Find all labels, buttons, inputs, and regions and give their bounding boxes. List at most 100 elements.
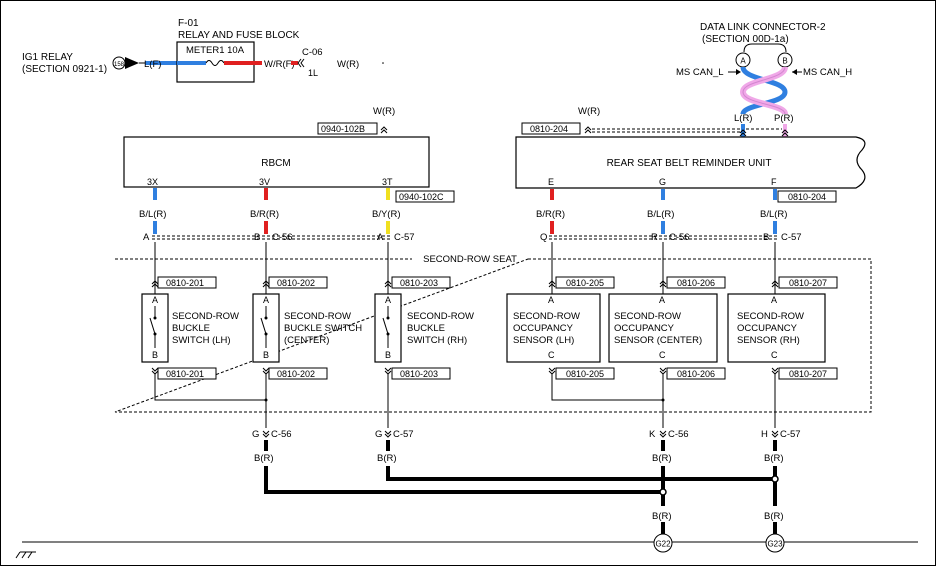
dlc-wire-left: L(R) <box>734 113 752 124</box>
fuse-out-wire: W/R(F) <box>264 59 295 70</box>
ground-wire-g22: B(R) <box>652 511 672 522</box>
dlc-can-h: MS CAN_H <box>803 67 852 78</box>
svg-text:A: A <box>771 295 777 305</box>
svg-text:G22: G22 <box>655 540 671 549</box>
rsbru-side-ref: 0810-204 <box>788 192 826 202</box>
svg-text:SECOND-ROW: SECOND-ROW <box>513 311 580 322</box>
connector-chevron-icon <box>297 58 305 68</box>
svg-text:(CENTER): (CENTER) <box>284 335 329 346</box>
rsbru-conn-r: R <box>651 232 658 243</box>
buckle-switch-rh: 0810-203 A B SECOND-ROW BUCKLE SWITCH (R… <box>374 276 474 380</box>
rsbru-wire-e: B/R(R) <box>536 209 565 220</box>
rbcm-name: RBCM <box>261 158 290 169</box>
svg-text:G: G <box>375 429 382 440</box>
svg-text:SENSOR (CENTER): SENSOR (CENTER) <box>614 335 702 346</box>
occupancy-sensor-rh: 0810-207 A C SECOND-ROW OCCUPANCY SENSOR… <box>727 276 838 380</box>
rsbru-conn-c57: C-57 <box>781 232 802 243</box>
fuse-label: METER1 10A <box>186 45 245 56</box>
dlc-section: (SECTION 00D-1a) <box>702 34 789 45</box>
rsbru-conn-b: B <box>763 232 769 243</box>
svg-text:C-57: C-57 <box>393 429 414 440</box>
svg-text:A: A <box>659 295 665 305</box>
svg-text:OCCUPANCY: OCCUPANCY <box>614 323 675 334</box>
svg-text:OCCUPANCY: OCCUPANCY <box>513 323 574 334</box>
rbcm-wire-3x: B/L(R) <box>139 209 166 220</box>
fuse-block-id: F-01 <box>178 18 199 29</box>
svg-text:C-56: C-56 <box>271 429 292 440</box>
buckle-switch-center: 0810-202 A B SECOND-ROW BUCKLE SWITCH (C… <box>252 276 362 380</box>
fuse-connector: C-06 <box>302 47 323 58</box>
svg-text:A: A <box>385 295 391 305</box>
rbcm-wire-3t: B/Y(R) <box>372 209 401 220</box>
svg-text:SWITCH (RH): SWITCH (RH) <box>407 335 467 346</box>
svg-text:A: A <box>263 295 269 305</box>
ground-g22 <box>653 533 673 553</box>
rbcm-pin-3t: 3T <box>382 177 393 187</box>
svg-text:0810-205: 0810-205 <box>566 369 604 379</box>
rsbru-conn-q: Q <box>540 232 547 243</box>
svg-text:B: B <box>385 350 391 360</box>
rbcm-top-wire: W(R) <box>373 106 395 117</box>
svg-text:BUCKLE: BUCKLE <box>172 323 210 334</box>
svg-text:0810-203: 0810-203 <box>400 278 438 288</box>
svg-text:SECOND-ROW: SECOND-ROW <box>614 311 681 322</box>
svg-text:SECOND-ROW: SECOND-ROW <box>407 311 474 322</box>
svg-text:B(R): B(R) <box>652 453 672 464</box>
buckle-switch-lh: 0810-201 A B SECOND-ROW BUCKLE SWITCH (L… <box>141 276 239 380</box>
svg-text:G23: G23 <box>767 540 783 549</box>
rsbru-wire-f: B/L(R) <box>760 209 787 220</box>
svg-text:B(R): B(R) <box>377 453 397 464</box>
dlc-wire-right: P(R) <box>774 113 794 124</box>
svg-text:OCCUPANCY: OCCUPANCY <box>737 323 798 334</box>
occupancy-sensor-center: 0810-206 A C SECOND-ROW OCCUPANCY SENSOR… <box>608 276 726 380</box>
rbcm-conn-c56: C-56 <box>272 232 293 243</box>
svg-text:C: C <box>659 350 666 360</box>
rsbru-conn-c56: C-56 <box>669 232 690 243</box>
svg-text:0810-201: 0810-201 <box>166 369 204 379</box>
rsbru-pin-f: F <box>771 177 777 187</box>
dlc-title: DATA LINK CONNECTOR-2 <box>700 22 826 33</box>
svg-text:BUCKLE: BUCKLE <box>407 323 445 334</box>
svg-text:0810-202: 0810-202 <box>277 369 315 379</box>
rbcm-pin-3x: 3X <box>147 177 158 187</box>
rbcm-box <box>123 136 430 188</box>
rsbru-box <box>515 136 866 189</box>
svg-text:K: K <box>649 429 656 440</box>
twisted-pair <box>739 65 788 116</box>
svg-text:0810-201: 0810-201 <box>166 278 204 288</box>
fuse-connector-pin: 1L <box>308 68 318 78</box>
ground-wire-g23: B(R) <box>764 511 784 522</box>
svg-text:G: G <box>252 429 259 440</box>
svg-text:B: B <box>152 350 158 360</box>
fuse-next-wire: W(R) <box>337 59 359 70</box>
seat-area-title: SECOND-ROW SEAT <box>423 254 517 265</box>
svg-text:H: H <box>761 429 768 440</box>
rbcm-pin-3v: 3V <box>259 177 270 187</box>
ig1-relay-title: IG1 RELAY <box>22 52 73 63</box>
svg-text:B(R): B(R) <box>254 453 274 464</box>
occupancy-sensor-lh: 0810-205 A C SECOND-ROW OCCUPANCY SENSOR… <box>506 276 615 380</box>
svg-text:A: A <box>740 57 746 66</box>
rsbru-wire-g: B/L(R) <box>647 209 674 220</box>
svg-text:SECOND-ROW: SECOND-ROW <box>284 311 351 322</box>
rbcm-side-ref: 0940-102C <box>399 192 444 202</box>
svg-text:SECOND-ROW: SECOND-ROW <box>172 311 239 322</box>
rbcm-conn-a2: A <box>377 232 384 243</box>
svg-text:SENSOR (RH): SENSOR (RH) <box>737 335 800 346</box>
svg-text:SECOND-ROW: SECOND-ROW <box>737 311 804 322</box>
svg-text:0810-203: 0810-203 <box>400 369 438 379</box>
ground-connectors: G C-56 B(R) G C-57 B(R) K C-56 B(R) H C-… <box>252 429 801 464</box>
ig1-relay-section: (SECTION 0921-1) <box>22 64 107 75</box>
relay-arrow-icon <box>125 57 139 69</box>
svg-text:B: B <box>782 57 787 66</box>
svg-text:C: C <box>548 350 555 360</box>
relay-pin-label: 158 <box>114 62 125 68</box>
svg-text:0810-206: 0810-206 <box>677 369 715 379</box>
svg-text:B(R): B(R) <box>764 453 784 464</box>
svg-text:B: B <box>263 350 269 360</box>
rbcm-conn-b: B <box>254 232 260 243</box>
svg-text:0810-206: 0810-206 <box>677 278 715 288</box>
svg-text:0810-202: 0810-202 <box>277 278 315 288</box>
svg-text:A: A <box>548 295 554 305</box>
